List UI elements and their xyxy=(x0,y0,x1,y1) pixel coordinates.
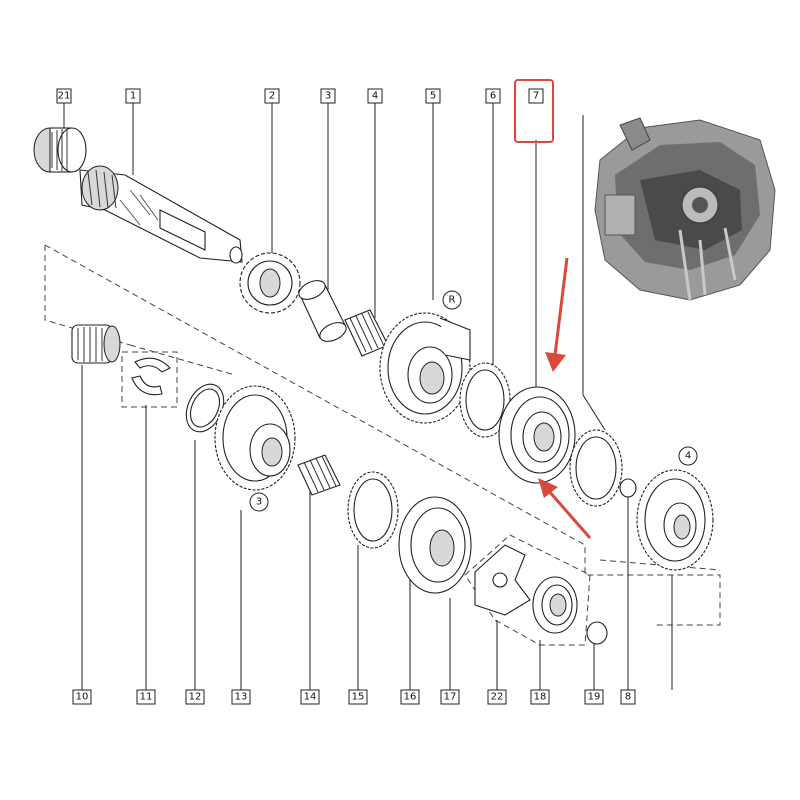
callout-12: 12 xyxy=(185,689,205,705)
callout-4: 4 xyxy=(367,88,383,104)
callout-13: 13 xyxy=(231,689,251,705)
part-2-gear xyxy=(239,252,301,314)
callout-16: 16 xyxy=(400,689,420,705)
part-3-sleeve xyxy=(298,280,347,342)
part-13-3rd-gear xyxy=(214,385,296,491)
callout-18-text: 18 xyxy=(534,692,547,703)
callout-14: 14 xyxy=(300,689,320,705)
callout-19: 19 xyxy=(584,689,604,705)
reverse-circle-text: R xyxy=(449,295,456,306)
highlight-box-7 xyxy=(514,79,554,143)
callout-11: 11 xyxy=(136,689,156,705)
part-19-circlip xyxy=(586,621,608,645)
callout-4-text: 4 xyxy=(372,91,378,102)
part-15-synchro-ring xyxy=(347,471,399,549)
callout-10-text: 10 xyxy=(76,692,89,703)
part-12-ring xyxy=(185,383,225,433)
callout-3: 3 xyxy=(320,88,336,104)
part-1-input-shaft xyxy=(79,165,243,264)
callout-7: 7 xyxy=(528,88,544,104)
transmission-photo xyxy=(594,117,776,301)
callout-14-text: 14 xyxy=(304,692,317,703)
callout-6: 6 xyxy=(485,88,501,104)
part-circlip-8 xyxy=(619,478,637,498)
callout-11-text: 11 xyxy=(140,692,153,703)
gear3-circle-label xyxy=(249,492,269,512)
part-18-bearing xyxy=(532,576,578,634)
part-5-reverse-gear xyxy=(379,312,471,424)
callout-17: 17 xyxy=(440,689,460,705)
callout-2-text: 2 xyxy=(269,91,275,102)
reverse-circle-label xyxy=(442,290,462,310)
callout-19-text: 19 xyxy=(588,692,601,703)
callout-5: 5 xyxy=(425,88,441,104)
part-7-synchro-hub xyxy=(498,386,576,484)
callout-18: 18 xyxy=(530,689,550,705)
part-4th-gear xyxy=(636,469,714,571)
callout-16-text: 16 xyxy=(404,692,417,703)
gear4-circle-text: 4 xyxy=(685,451,691,462)
callout-22-text: 22 xyxy=(491,692,504,703)
callout-15-text: 15 xyxy=(352,692,365,703)
part-6-synchro-ring xyxy=(459,362,511,438)
callout-12-text: 12 xyxy=(189,692,202,703)
callout-5-text: 5 xyxy=(430,91,436,102)
group-box-22 xyxy=(464,534,591,646)
gear4-circle-label xyxy=(678,446,698,466)
callout-7-text: 7 xyxy=(533,91,539,102)
callout-17-text: 17 xyxy=(444,692,457,703)
callout-22: 22 xyxy=(487,689,507,705)
callout-1-text: 1 xyxy=(130,91,136,102)
callout-13-text: 13 xyxy=(235,692,248,703)
part-10-bearing xyxy=(71,324,121,364)
part-21-bearing xyxy=(33,127,87,173)
part-14-needle-bearing xyxy=(297,454,341,496)
callout-15: 15 xyxy=(348,689,368,705)
callout-6-text: 6 xyxy=(490,91,496,102)
callout-1: 1 xyxy=(125,88,141,104)
callout-2: 2 xyxy=(264,88,280,104)
callout-10: 10 xyxy=(72,689,92,705)
part-4-needle-bearing xyxy=(344,309,389,357)
part-16-synchro-hub xyxy=(398,496,472,594)
highlight-arrow-top xyxy=(545,257,569,372)
part-8-synchro-ring xyxy=(569,429,623,507)
part-22-plate xyxy=(474,544,531,616)
group-box-11 xyxy=(121,351,178,408)
leader-lines xyxy=(63,103,673,690)
callout-8-text: 8 xyxy=(625,692,631,703)
highlight-arrow-bottom xyxy=(538,478,592,539)
part-11-half-washers xyxy=(131,357,171,396)
callout-3-text: 3 xyxy=(325,91,331,102)
callout-21: 21 xyxy=(56,88,72,104)
callout-8: 8 xyxy=(620,689,636,705)
gear3-circle-text: 3 xyxy=(256,497,262,508)
callout-21-text: 21 xyxy=(58,91,71,102)
